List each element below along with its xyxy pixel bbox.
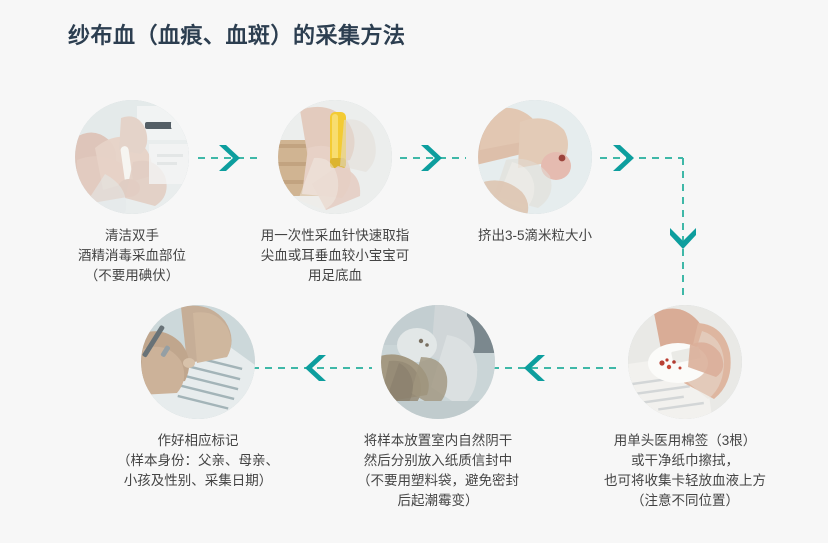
step-4-caption: 用单头医用棉签（3根） 或干净纸巾擦拭， 也可将收集卡轻放血液上方 （注意不同位… bbox=[604, 433, 766, 508]
page-title: 纱布血（血痕、血斑）的采集方法 bbox=[68, 23, 406, 48]
flow-step-2: 用一次性采血针快速取指 尖血或耳垂血较小宝宝可 用足底血 bbox=[220, 100, 450, 286]
step-2-caption: 用一次性采血针快速取指 尖血或耳垂血较小宝宝可 用足底血 bbox=[260, 228, 410, 283]
flow-step-4: 用单头医用棉签（3根） 或干净纸巾擦拭， 也可将收集卡轻放血液上方 （注意不同位… bbox=[570, 305, 800, 511]
step-3-photo bbox=[478, 100, 592, 214]
step-4-photo bbox=[628, 305, 742, 419]
step-3-caption: 挤出3-5滴米粒大小 bbox=[477, 228, 592, 243]
step-5-caption: 将样本放置室内自然阴干 然后分别放入纸质信封中 （不要用塑料袋，避免密封 后起潮… bbox=[357, 433, 519, 508]
flow-step-6: 作好相应标记 （样本身份：父亲、母亲、 小孩及性别、采集日期） bbox=[83, 305, 313, 491]
step-1-caption: 清洁双手 酒精消毒采血部位 （不要用碘伏） bbox=[78, 228, 186, 283]
step-1-photo bbox=[75, 100, 189, 214]
flow-step-1: 清洁双手 酒精消毒采血部位 （不要用碘伏） bbox=[17, 100, 247, 286]
flow-step-3: 挤出3-5滴米粒大小 bbox=[420, 100, 650, 246]
step-2-photo bbox=[278, 100, 392, 214]
step-6-caption: 作好相应标记 （样本身份：父亲、母亲、 小孩及性别、采集日期） bbox=[117, 433, 279, 488]
step-6-photo bbox=[141, 305, 255, 419]
flow-step-5: 将样本放置室内自然阴干 然后分别放入纸质信封中 （不要用塑料袋，避免密封 后起潮… bbox=[323, 305, 553, 511]
step-5-photo bbox=[381, 305, 495, 419]
